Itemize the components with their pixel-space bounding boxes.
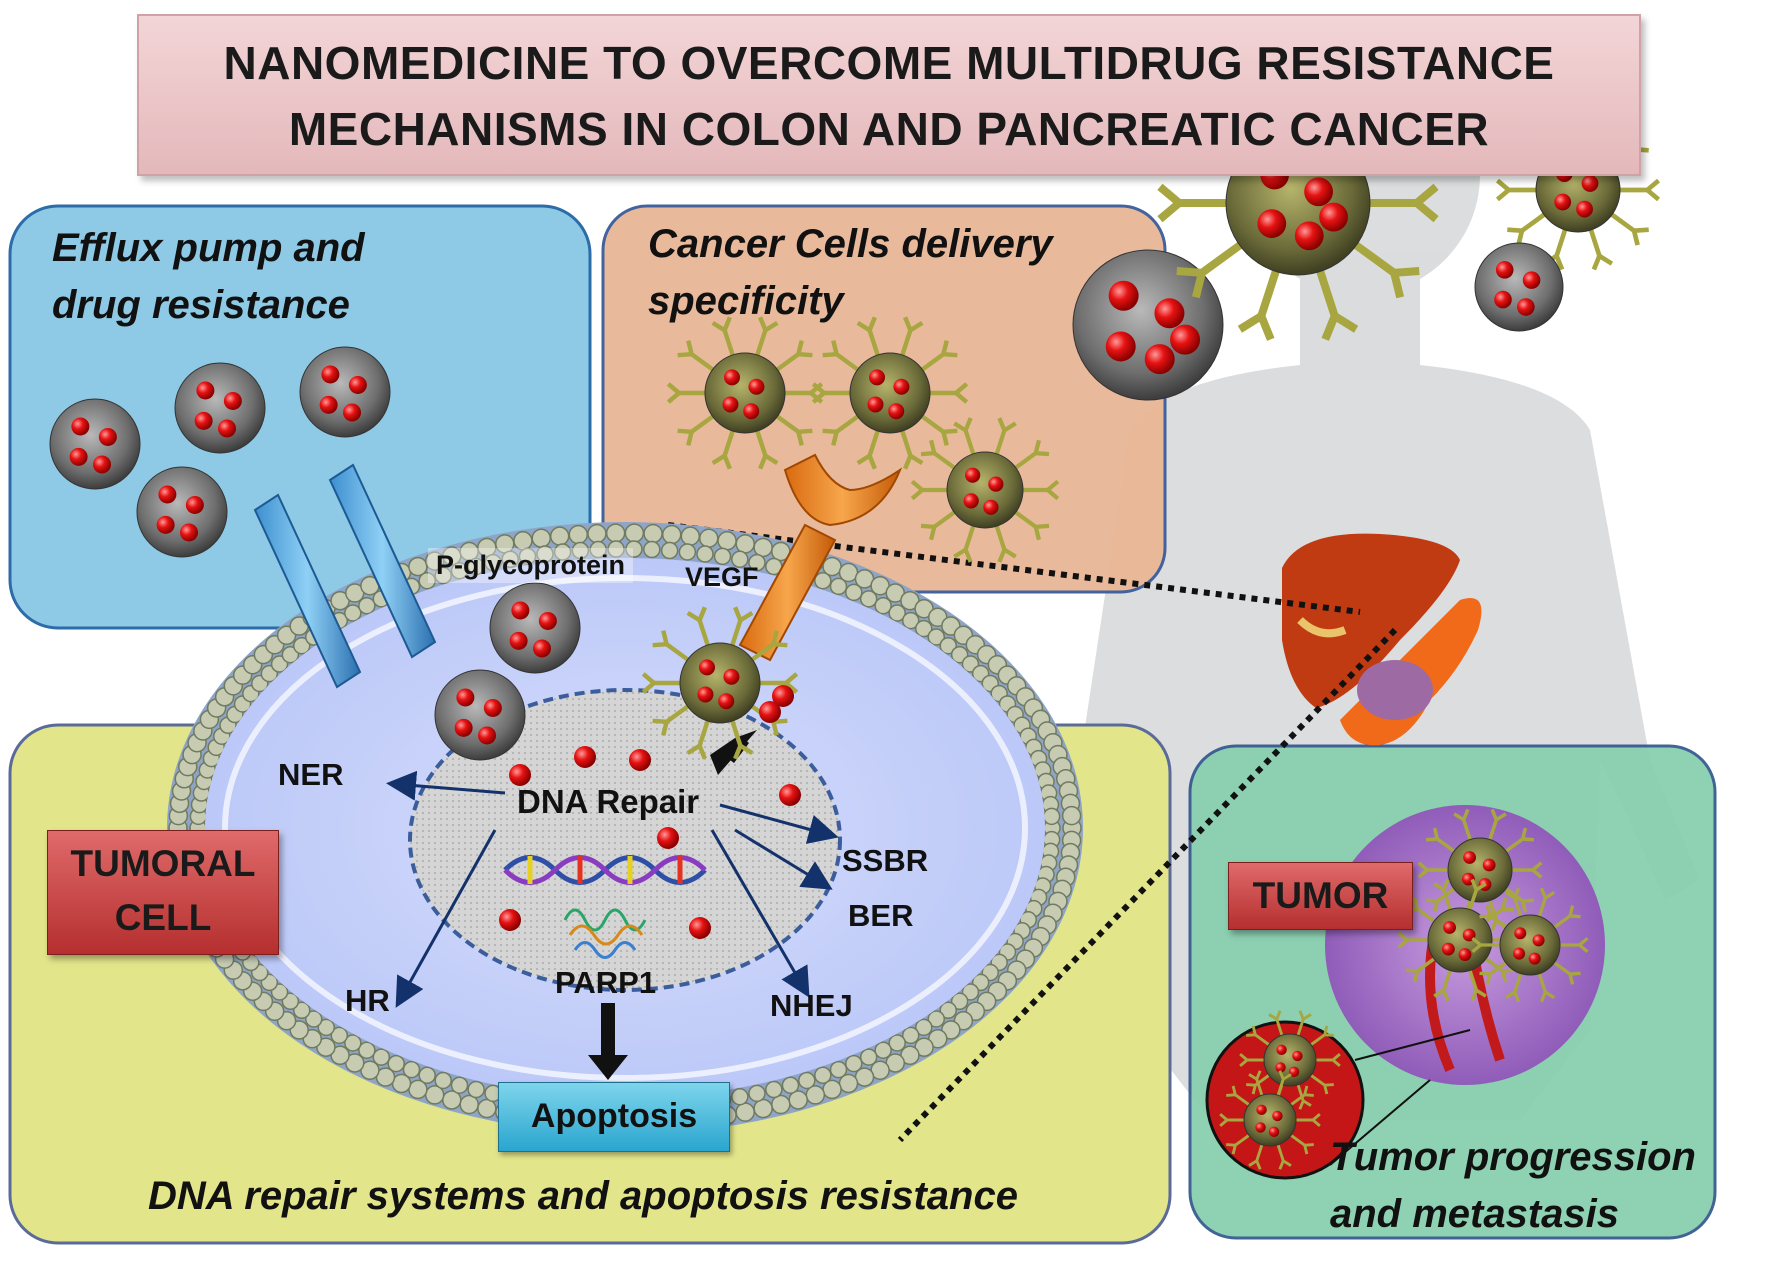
dna-repair-label: DNA Repair	[517, 783, 700, 820]
drug-dot	[772, 685, 794, 707]
drug-dot	[759, 701, 781, 723]
antibody-nanoparticle-icon	[641, 606, 799, 760]
antibody-nanoparticle-icon	[811, 316, 969, 470]
drug-dot	[629, 749, 651, 771]
tumor-badge-label: TUMOR	[1252, 875, 1389, 916]
nhej-label: NHEJ	[770, 988, 853, 1023]
nanoparticle-icon	[299, 346, 391, 438]
tumoral-cell-badge: TUMORAL CELL	[47, 830, 279, 955]
drug-dot	[779, 784, 801, 806]
ner-label: NER	[278, 757, 344, 792]
tumor-badge: TUMOR	[1228, 862, 1413, 930]
drug-dot	[689, 917, 711, 939]
connector-line	[897, 627, 1398, 1143]
efflux-heading-1: Efflux pump and	[52, 226, 365, 270]
tumor-heading-1: Tumor progression	[1330, 1135, 1696, 1179]
antibody-nanoparticle-icon	[1219, 1070, 1321, 1170]
antibody-nanoparticle-icon	[1397, 878, 1523, 1002]
tumor-heading-2: and metastasis	[1330, 1192, 1620, 1236]
parp1-protein-icon	[563, 908, 647, 959]
title-line-2: MECHANISMS IN COLON AND PANCREATIC CANCE…	[288, 103, 1490, 155]
tumoral-cell-line-2: CELL	[114, 897, 212, 938]
nanoparticle-icon	[1072, 249, 1224, 401]
tumoral-cell-line-1: TUMORAL	[70, 843, 256, 884]
title-banner: NANOMEDICINE TO OVERCOME MULTIDRUG RESIS…	[137, 14, 1641, 176]
dna-helix-icon	[503, 855, 707, 885]
title-line-1: NANOMEDICINE TO OVERCOME MULTIDRUG RESIS…	[223, 37, 1555, 89]
ssbr-label: SSBR	[842, 843, 929, 878]
efflux-heading-2: drug resistance	[52, 283, 350, 327]
nanoparticle-icon	[136, 466, 228, 558]
ber-label: BER	[848, 898, 914, 933]
hr-label: HR	[345, 983, 390, 1018]
connector-line	[667, 522, 1361, 615]
p-glycoprotein-icon	[253, 463, 437, 689]
drug-dot	[657, 827, 679, 849]
dna-panel-caption: DNA repair systems and apoptosis resista…	[148, 1174, 1018, 1218]
antibody-nanoparticle-icon	[910, 417, 1060, 563]
apoptosis-box: Apoptosis	[498, 1082, 730, 1152]
antibody-nanoparticle-icon	[666, 316, 824, 470]
liver-icon	[1282, 533, 1460, 708]
nanoparticle-icon	[49, 398, 141, 490]
delivery-heading-1: Cancer Cells delivery	[648, 222, 1053, 266]
antibody-nanoparticle-icon	[1471, 887, 1589, 1003]
parp1-label: PARP1	[555, 965, 657, 1000]
pathway-arrows	[386, 770, 839, 1008]
nanoparticle-icon	[489, 582, 581, 674]
nanoparticle-icon	[1474, 242, 1564, 332]
p-glycoprotein-label: P-glycoprotein	[428, 548, 634, 583]
drug-dot	[499, 909, 521, 931]
drug-dot	[509, 764, 531, 786]
vegf-label: VEGF	[685, 562, 759, 592]
vegf-receptor-icon	[738, 453, 903, 662]
drug-dot	[574, 746, 596, 768]
nanoparticle-icon	[434, 669, 526, 761]
apoptosis-label: Apoptosis	[530, 1097, 698, 1135]
nanoparticle-icon	[174, 362, 266, 454]
delivery-heading-2: specificity	[648, 279, 844, 323]
pancreas-icon	[1340, 598, 1482, 746]
